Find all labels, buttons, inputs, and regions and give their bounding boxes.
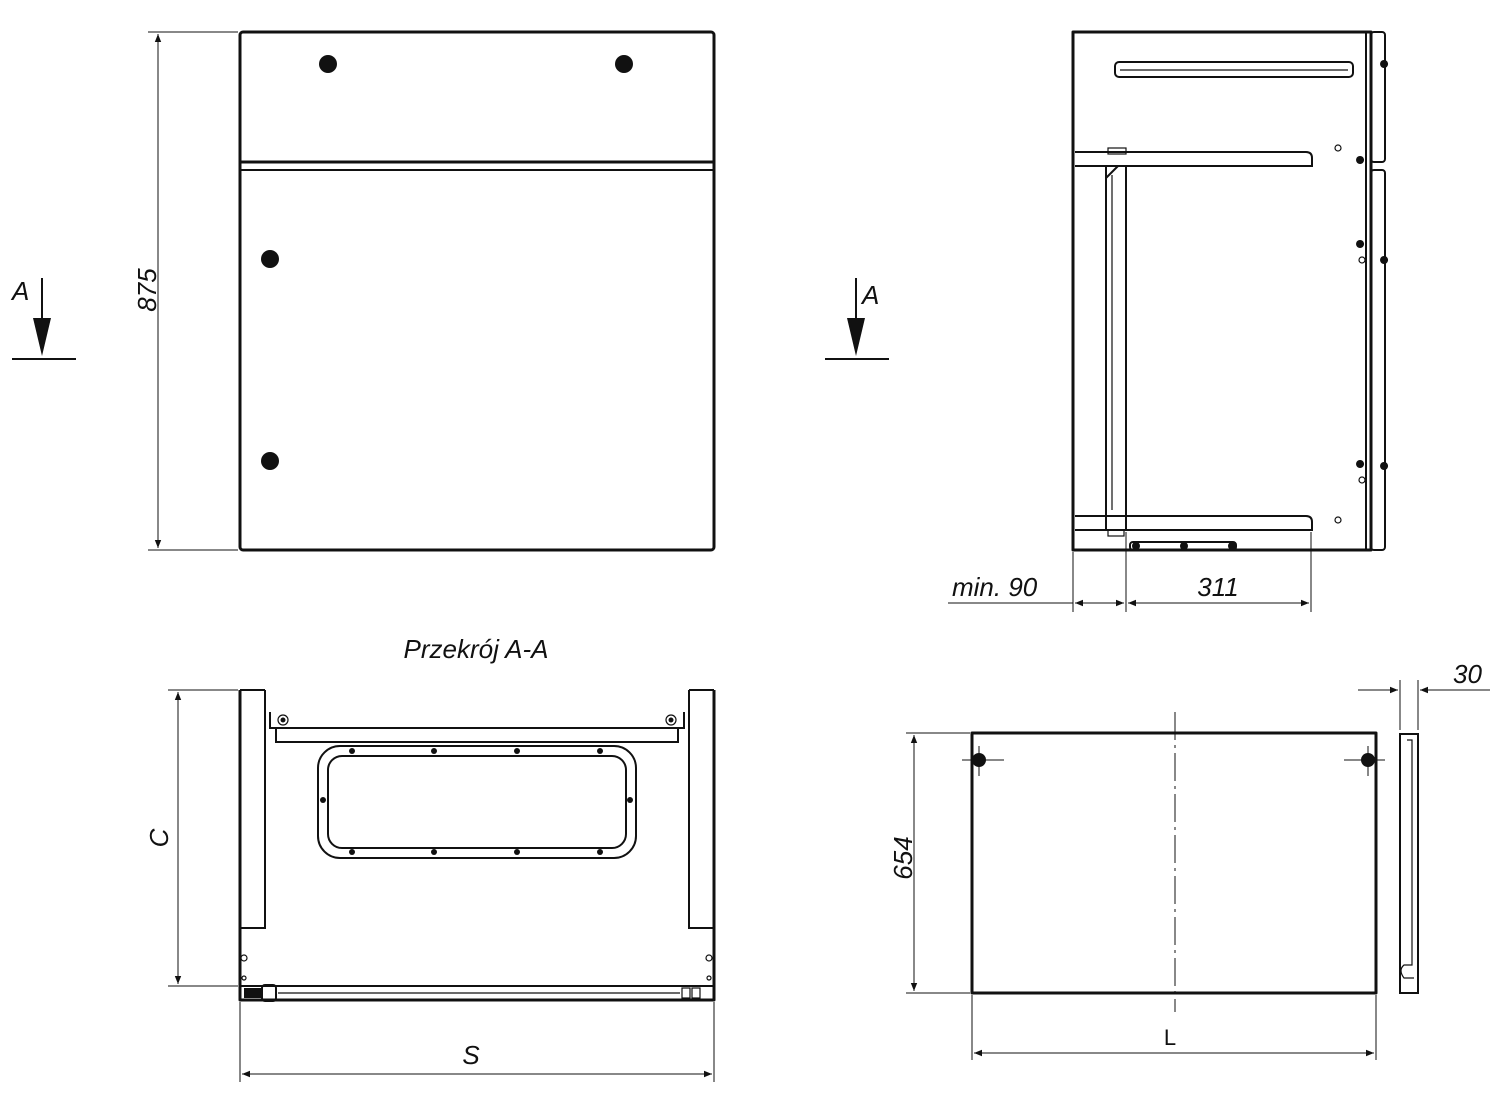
mounting-panel-view bbox=[962, 712, 1385, 1012]
panel-profile bbox=[1399, 733, 1419, 994]
side-view bbox=[1071, 30, 1389, 552]
panel-height-dimension: 654 bbox=[888, 732, 970, 994]
section-width-dimension: S bbox=[239, 1002, 715, 1082]
front-view bbox=[238, 30, 716, 552]
section-depth-dimension: C bbox=[144, 689, 238, 987]
front-lock-lower bbox=[261, 452, 279, 470]
section-arrow-right-label: A bbox=[860, 280, 879, 310]
section-title: Przekrój A-A bbox=[404, 634, 549, 664]
section-arrow-left-label: A bbox=[10, 276, 29, 306]
section-view bbox=[238, 689, 716, 1002]
section-width-label: S bbox=[462, 1040, 480, 1070]
front-lock-upper bbox=[261, 250, 279, 268]
panel-height-label: 654 bbox=[888, 836, 918, 879]
front-height-dimension: 875 bbox=[132, 31, 238, 551]
side-depth-label: 311 bbox=[1197, 572, 1238, 602]
front-bolt-top-right bbox=[615, 55, 633, 73]
section-arrow-right: A bbox=[825, 278, 889, 360]
side-depth-dimensions: min. 90 311 bbox=[948, 532, 1312, 612]
panel-thickness-dimension: 30 bbox=[1358, 659, 1490, 730]
panel-thickness-label: 30 bbox=[1453, 659, 1482, 689]
front-bolt-top-left bbox=[319, 55, 337, 73]
section-depth-label: C bbox=[144, 828, 174, 847]
panel-length-label: L bbox=[1164, 1025, 1176, 1050]
panel-length-dimension: L bbox=[971, 995, 1377, 1060]
section-arrow-left: A bbox=[10, 276, 76, 360]
front-height-label: 875 bbox=[132, 268, 162, 312]
min-clearance-label: min. 90 bbox=[952, 572, 1038, 602]
